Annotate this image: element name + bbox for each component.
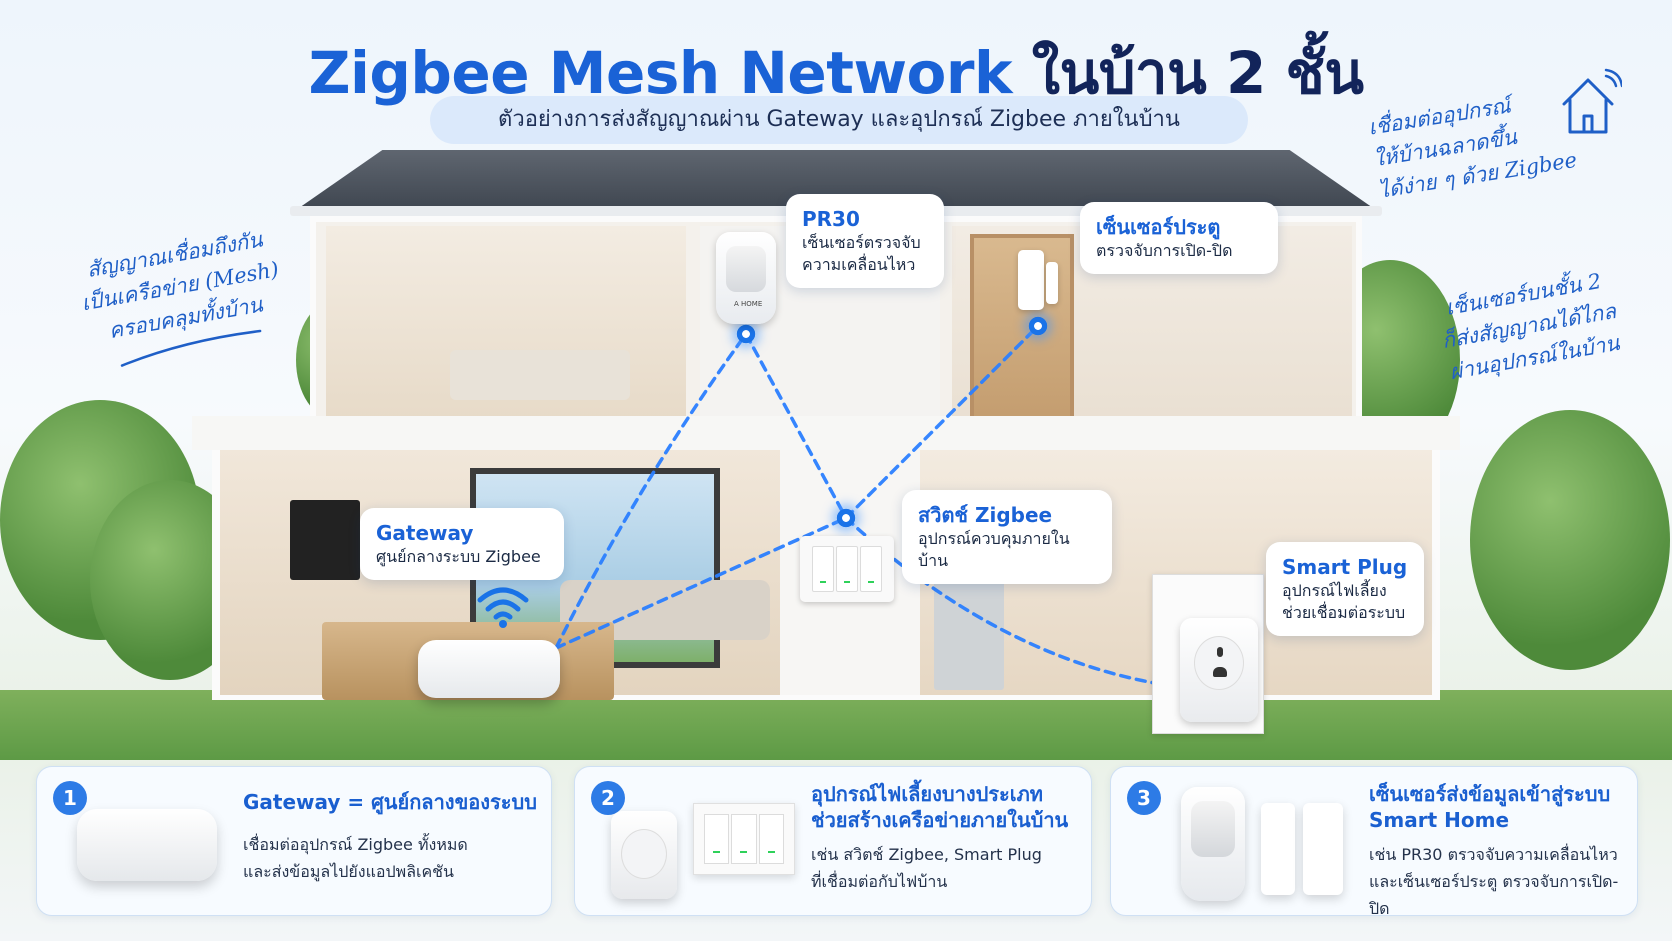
- door-sensor-body: [1018, 250, 1044, 310]
- note-underline: [120, 329, 262, 367]
- smart-plug: [1180, 618, 1258, 722]
- note-mesh-coverage: สัญญาณเชื่อมถึงกัน เป็นเครือข่าย (Mesh) …: [49, 217, 318, 387]
- callout-switch: สวิตช์ Zigbee อุปกรณ์ควบคุมภายในบ้าน: [902, 490, 1112, 584]
- card-heading-line: เซ็นเซอร์ส่งข้อมูลเข้าสู่ระบบ: [1369, 782, 1611, 806]
- card-heading-line: Smart Home: [1369, 808, 1510, 832]
- card-body-line: เช่น สวิตช์ Zigbee, Smart Plug: [811, 845, 1042, 864]
- card-heading-line: ช่วยสร้างเครือข่ายภายในบ้าน: [811, 808, 1069, 832]
- callout-line: ศูนย์กลางระบบ Zigbee: [376, 547, 541, 566]
- switch-key: [860, 546, 882, 592]
- pir-lens: [726, 246, 766, 292]
- door-sensor-magnet-image: [1303, 803, 1343, 895]
- lawn: [0, 690, 1672, 760]
- card-body-line: เชื่อมต่ออุปกรณ์ Zigbee ทั้งหมด: [243, 835, 468, 854]
- floor-divider: [192, 416, 1460, 450]
- callout-line: ช่วยเชื่อมต่อระบบ: [1282, 603, 1406, 622]
- callout-smart-plug: Smart Plug อุปกรณ์ไฟเลี้ยง ช่วยเชื่อมต่อ…: [1266, 542, 1424, 636]
- bed: [450, 350, 630, 400]
- switch-key: [731, 814, 757, 864]
- page-title: Zigbee Mesh Network ในบ้าน 2 ชั้น: [0, 26, 1672, 119]
- card-body-line: เช่น PR30 ตรวจจับความเคลื่อนไหว: [1369, 845, 1618, 864]
- callout-title: Gateway: [376, 521, 474, 545]
- switch-key: [758, 814, 784, 864]
- callout-door-sensor: เซ็นเซอร์ประตู ตรวจจับการเปิด-ปิด: [1080, 202, 1278, 274]
- card-heading-line: Gateway = ศูนย์กลางของระบบ: [243, 790, 537, 814]
- pir-lens: [1191, 801, 1235, 857]
- callout-line: อุปกรณ์ควบคุมภายในบ้าน: [918, 529, 1070, 570]
- mesh-node-pr30: [735, 323, 757, 345]
- smart-plug-image: [611, 811, 677, 899]
- tree-right: [1470, 410, 1670, 670]
- plug-socket: [1194, 636, 1244, 690]
- step-number: 2: [591, 781, 625, 815]
- switch-key: [812, 546, 834, 592]
- door-sensor-image: [1261, 803, 1295, 895]
- zigbee-switch: [800, 536, 894, 602]
- link-gateway-switch: [554, 516, 848, 650]
- subtitle: ตัวอย่างการส่งสัญญาณผ่าน Gateway และอุปก…: [498, 107, 1180, 132]
- step-number: 3: [1127, 781, 1161, 815]
- card-heading: อุปกรณ์ไฟเลี้ยงบางประเภท ช่วยสร้างเครือข…: [811, 781, 1081, 833]
- switch-key: [836, 546, 858, 592]
- callout-title: Smart Plug: [1282, 555, 1408, 579]
- info-card-sensors: 3 เซ็นเซอร์ส่งข้อมูลเข้าสู่ระบบ Smart Ho…: [1110, 766, 1638, 918]
- gateway-image: [77, 809, 217, 881]
- step-number: 1: [53, 781, 87, 815]
- title-part-2: ในบ้าน 2 ชั้น: [1031, 39, 1364, 107]
- card-heading-line: อุปกรณ์ไฟเลี้ยงบางประเภท: [811, 782, 1043, 806]
- pr30-image: [1181, 787, 1245, 901]
- info-card-routers: 2 อุปกรณ์ไฟเลี้ยงบางประเภท ช่วยสร้างเครื…: [574, 766, 1092, 916]
- card-body-line: ที่เชื่อมต่อกับไฟบ้าน: [811, 872, 948, 891]
- callout-line: เซ็นเซอร์ตรวจจับ: [802, 233, 921, 252]
- card-body: เชื่อมต่ออุปกรณ์ Zigbee ทั้งหมด และส่งข้…: [243, 831, 543, 885]
- callout-line: ความเคลื่อนไหว: [802, 255, 916, 274]
- callout-title: เซ็นเซอร์ประตู: [1096, 215, 1221, 239]
- card-heading: Gateway = ศูนย์กลางของระบบ: [243, 789, 543, 815]
- card-heading: เซ็นเซอร์ส่งข้อมูลเข้าสู่ระบบ Smart Home: [1369, 781, 1629, 833]
- callout-title: PR30: [802, 207, 860, 231]
- card-body-line: และส่งข้อมูลไปยังแอปพลิเคชัน: [243, 862, 454, 881]
- link-gateway-pr30: [554, 332, 748, 650]
- wifi-icon: [477, 587, 529, 628]
- mesh-node-switch: [835, 507, 857, 529]
- device-logo: A HOME: [734, 300, 763, 308]
- door-sensor-magnet: [1046, 262, 1058, 304]
- card-body: เช่น สวิตช์ Zigbee, Smart Plug ที่เชื่อม…: [811, 841, 1081, 895]
- callout-title: สวิตช์ Zigbee: [918, 503, 1053, 527]
- mesh-node-door: [1027, 315, 1049, 337]
- house-wifi-icon: [1562, 68, 1622, 134]
- card-body: เช่น PR30 ตรวจจับความเคลื่อนไหว และเซ็นเ…: [1369, 841, 1631, 922]
- callout-line: อุปกรณ์ไฟเลี้ยง: [1282, 581, 1387, 600]
- info-card-gateway: 1 Gateway = ศูนย์กลางของระบบ เชื่อมต่ออุ…: [36, 766, 552, 916]
- zigbee-gateway: [418, 640, 560, 698]
- plug-socket: [621, 829, 667, 879]
- subtitle-pill: ตัวอย่างการส่งสัญญาณผ่าน Gateway และอุปก…: [430, 96, 1248, 144]
- switch-image: [693, 803, 795, 875]
- callout-gateway: Gateway ศูนย์กลางระบบ Zigbee: [360, 508, 564, 580]
- card-body-line: และเซ็นเซอร์ประตู ตรวจจับการเปิด-ปิด: [1369, 872, 1619, 918]
- tv: [290, 500, 360, 580]
- callout-line: ตรวจจับการเปิด-ปิด: [1096, 241, 1233, 260]
- link-switch-door: [844, 324, 1040, 520]
- pr30-motion-sensor: A HOME: [716, 232, 776, 324]
- title-part-1: Zigbee Mesh Network: [308, 39, 1013, 107]
- link-pr30-switch: [744, 332, 848, 520]
- callout-pr30: PR30 เซ็นเซอร์ตรวจจับ ความเคลื่อนไหว: [786, 194, 944, 288]
- switch-key: [704, 814, 730, 864]
